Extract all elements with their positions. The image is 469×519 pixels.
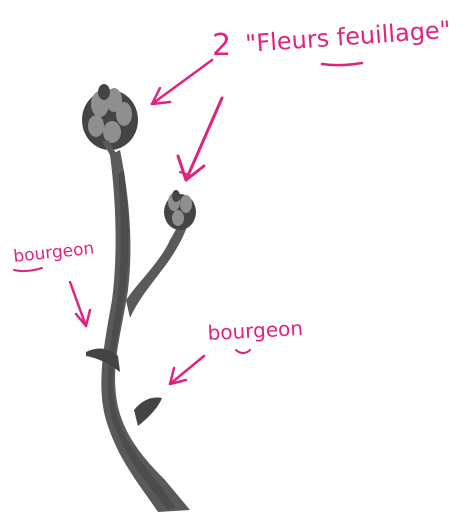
arrow-to-side-flower xyxy=(178,98,222,180)
bud-label-right: bourgeon xyxy=(207,316,304,345)
arrow-to-right-bud xyxy=(170,356,204,384)
title-label: "Fleurs feuillage" xyxy=(244,16,451,58)
title-underline xyxy=(322,63,362,65)
top-flower-cluster xyxy=(82,84,138,160)
arrow-to-left-bud xyxy=(70,282,90,326)
bud-label-left-underline xyxy=(14,268,42,271)
arrow-to-top-flower xyxy=(152,60,212,104)
plant-drawing xyxy=(82,84,196,512)
bud-label-right-underline xyxy=(236,350,250,353)
side-branch xyxy=(126,220,188,318)
annotations: 2 "Fleurs feuillage" bourgeon bourgeon xyxy=(12,16,451,384)
bud-label-left: bourgeon xyxy=(12,239,95,267)
right-bud-stub xyxy=(134,398,162,427)
title-number: 2 xyxy=(212,28,231,63)
side-flower-cluster xyxy=(164,190,196,230)
